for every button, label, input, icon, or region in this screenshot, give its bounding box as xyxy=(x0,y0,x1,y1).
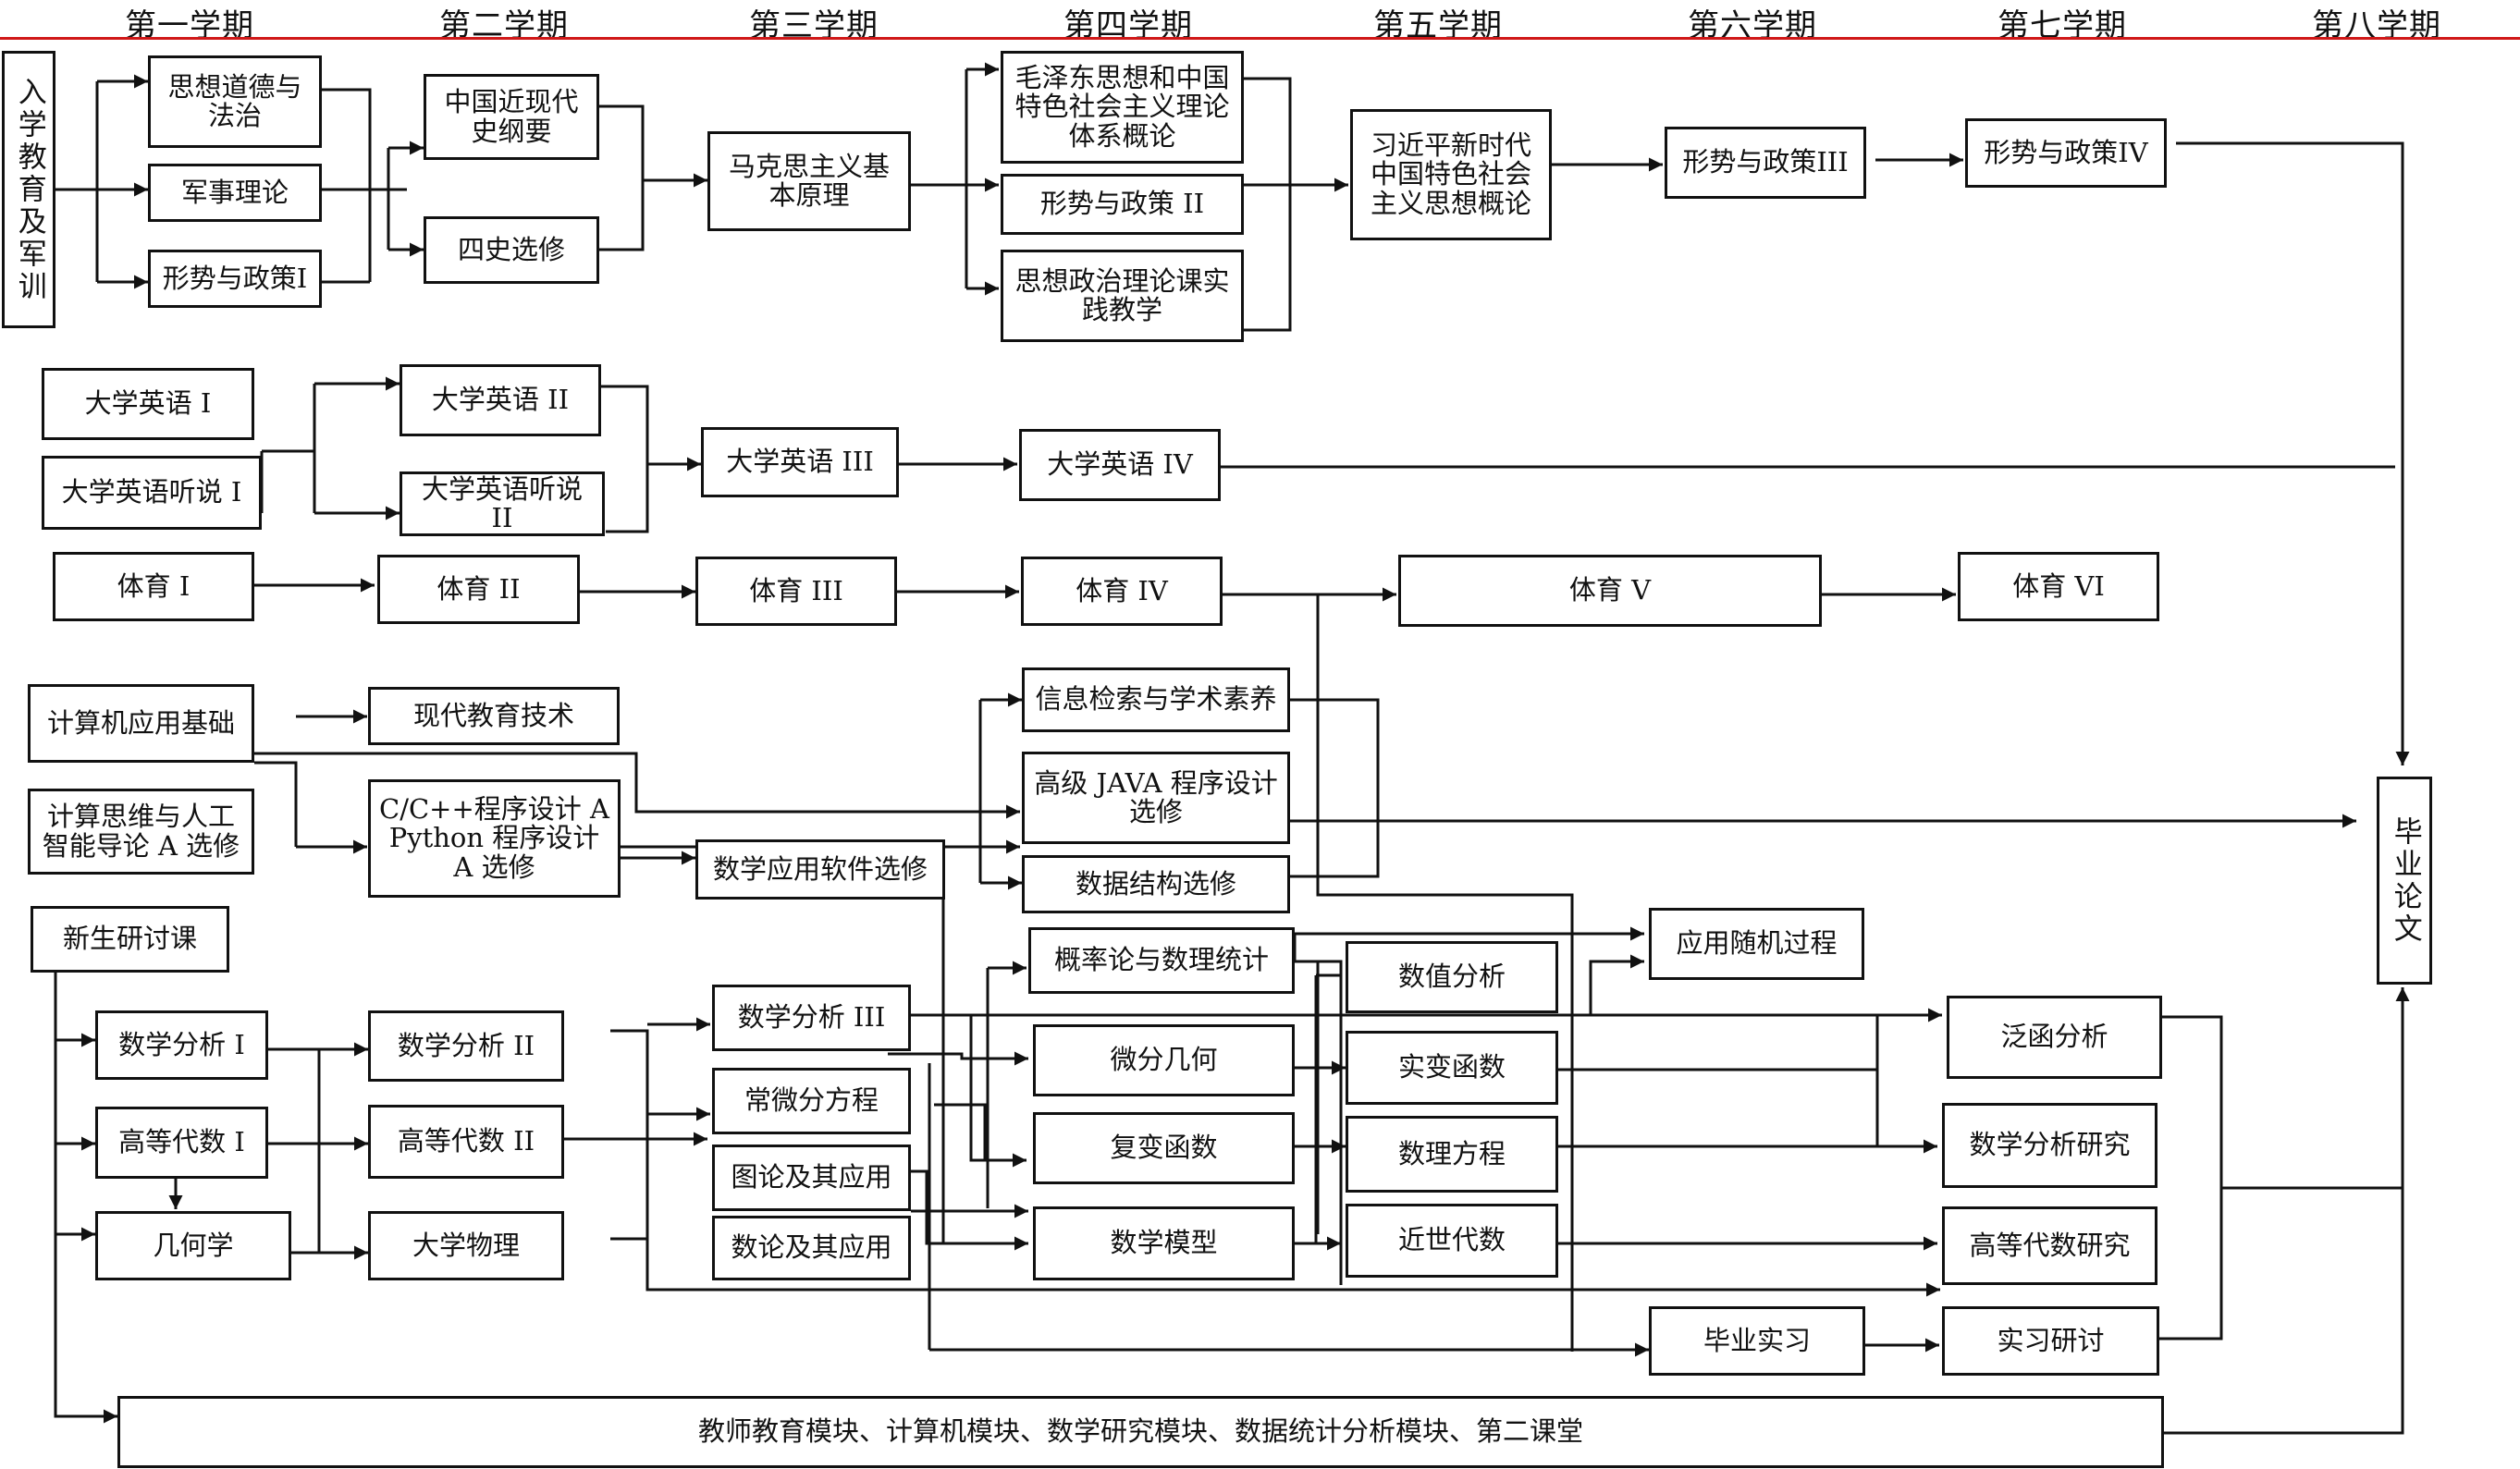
course-edu-tech: 现代教育技术 xyxy=(368,687,620,745)
course-political-practice: 思想政治理论课实践教学 xyxy=(1001,250,1244,342)
course-four-histories: 四史选修 xyxy=(424,216,599,284)
course-xi-thought: 习近平新时代中国特色社会主义思想概论 xyxy=(1350,109,1552,240)
course-policy-1: 形势与政策I xyxy=(148,250,322,308)
course-pe-4: 体育 IV xyxy=(1021,557,1223,626)
course-math-analysis-3: 数学分析 III xyxy=(712,985,911,1051)
course-freshman-seminar: 新生研讨课 xyxy=(31,906,229,973)
course-computer-basics: 计算机应用基础 xyxy=(28,684,254,763)
course-math-analysis-1: 数学分析 I xyxy=(95,1010,268,1080)
course-english-4: 大学英语 IV xyxy=(1019,429,1221,501)
course-cpp-python: C/C++程序设计 A Python 程序设计 A 选修 xyxy=(368,779,621,898)
course-data-structures: 数据结构选修 xyxy=(1022,855,1290,913)
course-math-analysis-2: 数学分析 II xyxy=(368,1010,564,1082)
course-pe-2: 体育 II xyxy=(377,555,580,624)
course-geometry: 几何学 xyxy=(95,1211,291,1280)
course-english-3: 大学英语 III xyxy=(701,427,899,497)
course-functional-analysis: 泛函分析 xyxy=(1947,996,2162,1079)
header-rule xyxy=(0,37,2520,40)
course-advanced-java: 高级 JAVA 程序设计选修 xyxy=(1022,752,1290,844)
course-analysis-research: 数学分析研究 xyxy=(1942,1103,2157,1188)
course-english-1: 大学英语 I xyxy=(42,368,254,440)
course-thesis: 毕业论文 xyxy=(2377,777,2432,985)
course-policy-2: 形势与政策 II xyxy=(1001,174,1244,235)
course-graduation-internship: 毕业实习 xyxy=(1649,1306,1865,1376)
course-listening-1: 大学英语听说 I xyxy=(42,456,262,530)
course-math-modeling: 数学模型 xyxy=(1033,1206,1295,1280)
course-pe-1: 体育 I xyxy=(53,552,254,621)
course-algebra-research: 高等代数研究 xyxy=(1942,1206,2157,1285)
course-number-theory: 数论及其应用 xyxy=(712,1216,911,1280)
course-pe-5: 体育 V xyxy=(1398,555,1822,627)
course-ode: 常微分方程 xyxy=(712,1068,911,1134)
course-policy-4: 形势与政策IV xyxy=(1965,118,2167,188)
course-computational-thinking-ai: 计算思维与人工智能导论 A 选修 xyxy=(28,789,254,875)
course-numerical-analysis: 数值分析 xyxy=(1346,941,1558,1013)
course-marxism: 马克思主义基本原理 xyxy=(707,131,911,231)
course-modern-algebra: 近世代数 xyxy=(1346,1204,1558,1278)
course-pe-6: 体育 VI xyxy=(1958,552,2159,621)
course-ethics-law: 思想道德与法治 xyxy=(148,55,322,148)
course-mao-theory: 毛泽东思想和中国特色社会主义理论体系概论 xyxy=(1001,51,1244,164)
course-modern-history: 中国近现代史纲要 xyxy=(424,74,599,160)
course-probability-statistics: 概率论与数理统计 xyxy=(1028,927,1295,994)
course-stochastic-processes: 应用随机过程 xyxy=(1649,908,1864,980)
course-internship-seminar: 实习研讨 xyxy=(1942,1306,2159,1376)
course-math-physics-equations: 数理方程 xyxy=(1346,1116,1558,1193)
course-intro-military: 入学教育及军训 xyxy=(2,51,55,328)
course-advanced-algebra-2: 高等代数 II xyxy=(368,1105,564,1179)
course-pe-3: 体育 III xyxy=(695,557,897,626)
course-military-theory: 军事理论 xyxy=(148,164,322,222)
course-graph-theory: 图论及其应用 xyxy=(712,1145,911,1211)
course-listening-2: 大学英语听说 II xyxy=(400,471,605,536)
course-policy-3: 形势与政策III xyxy=(1665,127,1866,199)
course-modules: 教师教育模块、计算机模块、数学研究模块、数据统计分析模块、第二课堂 xyxy=(117,1396,2164,1468)
course-differential-geometry: 微分几何 xyxy=(1033,1024,1295,1096)
course-physics: 大学物理 xyxy=(368,1211,564,1280)
course-math-software: 数学应用软件选修 xyxy=(695,839,945,900)
course-real-analysis: 实变函数 xyxy=(1346,1031,1558,1105)
course-advanced-algebra-1: 高等代数 I xyxy=(95,1107,268,1179)
course-info-retrieval: 信息检索与学术素养 xyxy=(1022,667,1290,732)
course-english-2: 大学英语 II xyxy=(400,364,601,436)
course-complex-functions: 复变函数 xyxy=(1033,1112,1295,1184)
